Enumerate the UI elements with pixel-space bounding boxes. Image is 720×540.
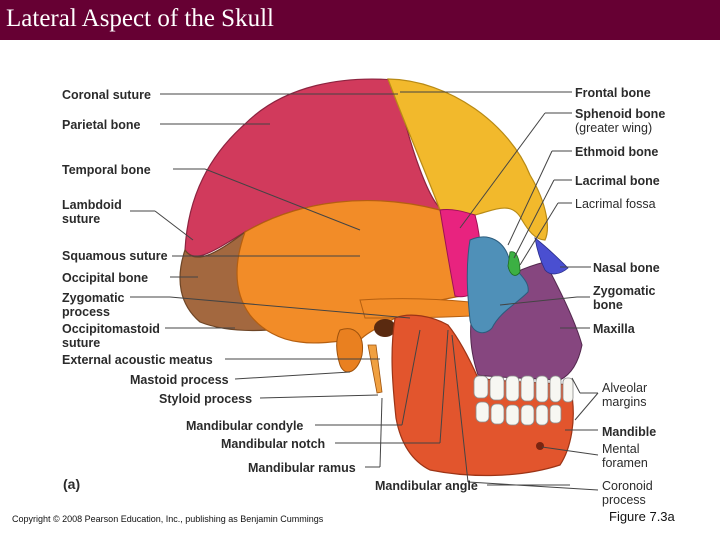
label-external-acoustic-meatus: External acoustic meatus	[62, 353, 213, 367]
label-sphenoid-sub: (greater wing)	[575, 121, 653, 135]
leader-lines	[130, 91, 599, 491]
label-mandibular-angle: Mandibular angle	[375, 479, 478, 493]
label-mandibular-notch: Mandibular notch	[221, 437, 326, 451]
panel-letter: (a)	[63, 476, 81, 492]
label-styloid-process: Styloid process	[159, 392, 253, 406]
skull-illustration	[130, 78, 599, 491]
label-alveolar-margins: Alveolar margins	[602, 381, 648, 409]
label-coronal-suture: Coronal suture	[62, 88, 151, 102]
label-mental-foramen: Mental foramen	[602, 442, 648, 470]
styloid-process-shape	[367, 344, 383, 394]
label-nasal-bone: Nasal bone	[593, 261, 660, 275]
label-ethmoid-bone: Ethmoid bone	[575, 145, 659, 159]
label-mandibular-ramus: Mandibular ramus	[248, 461, 356, 475]
label-mastoid-process: Mastoid process	[130, 373, 229, 387]
label-occipitomastoid-suture: Occipitomastoid suture	[62, 322, 160, 350]
external-acoustic-meatus-shape	[374, 319, 396, 337]
figure-number: Figure 7.3a	[609, 509, 675, 524]
label-mandibular-condyle: Mandibular condyle	[186, 419, 304, 433]
label-occipital-bone: Occipital bone	[62, 271, 149, 285]
mental-foramen-shape	[536, 442, 544, 450]
label-mandible: Mandible	[602, 425, 657, 439]
label-lambdoid-suture: Lambdoid suture	[62, 198, 122, 226]
label-coronoid-process: Coronoid process	[602, 479, 653, 507]
label-temporal-bone: Temporal bone	[62, 163, 151, 177]
slide-title: Lateral Aspect of the Skull	[6, 5, 274, 32]
label-squamous-suture: Squamous suture	[62, 249, 168, 263]
copyright-notice: Copyright © 2008 Pearson Education, Inc.…	[12, 514, 324, 524]
label-zygomatic-process: Zygomatic process	[62, 291, 125, 319]
mastoid-process-shape	[336, 328, 364, 373]
teeth	[473, 375, 574, 426]
title-bar: Lateral Aspect of the Skull	[0, 0, 720, 40]
nasal-bone-shape	[534, 237, 569, 275]
label-lacrimal-fossa: Lacrimal fossa	[575, 197, 656, 211]
lacrimal-bone-shape	[507, 251, 521, 276]
label-frontal-bone: Frontal bone	[575, 86, 651, 100]
frontal-bone-shape	[387, 78, 548, 241]
label-maxilla: Maxilla	[593, 322, 635, 336]
label-lacrimal-bone: Lacrimal bone	[575, 174, 660, 188]
label-zygomatic-bone: Zygomatic bone	[593, 284, 656, 312]
label-parietal-bone: Parietal bone	[62, 118, 141, 132]
label-sphenoid-bone: Sphenoid bone	[575, 107, 666, 121]
